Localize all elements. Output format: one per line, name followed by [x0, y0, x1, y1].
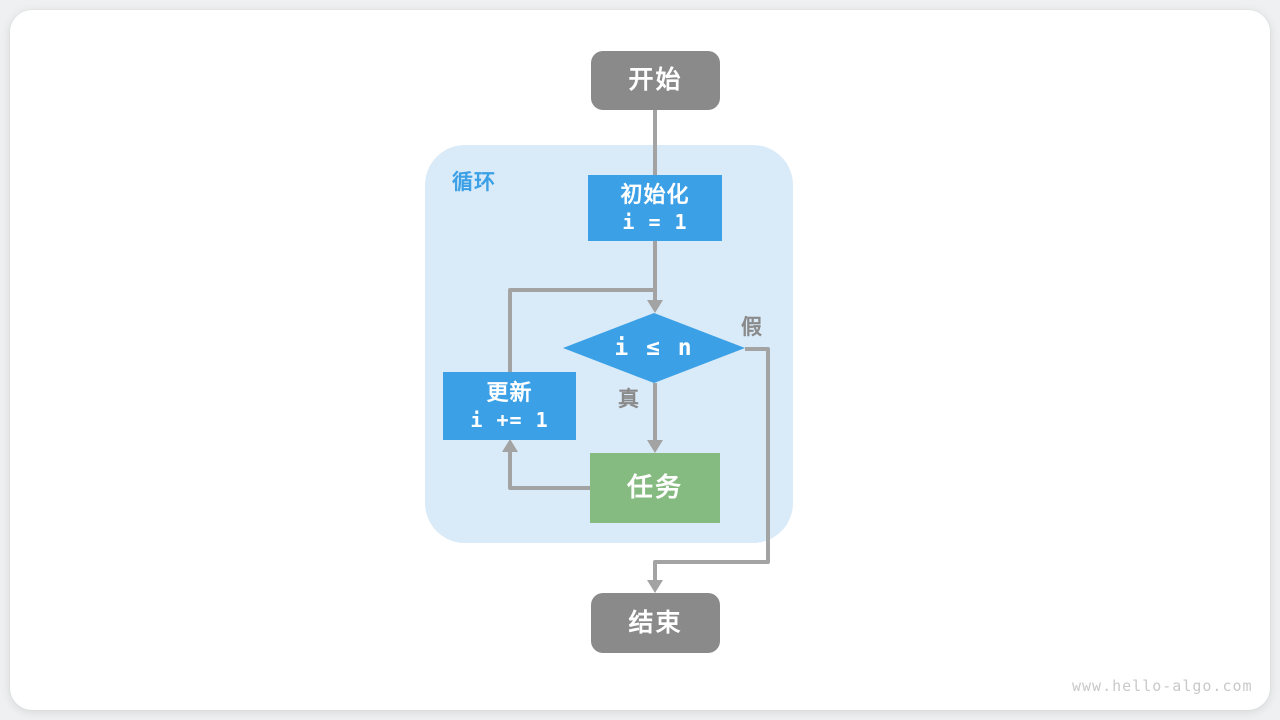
edge-label-true: 真 [618, 388, 639, 411]
node-task-label: 任务 [626, 472, 683, 503]
node-initialize-code: i = 1 [622, 210, 688, 235]
loop-scope-label: 循环 [452, 171, 496, 194]
node-initialize-label: 初始化 [620, 181, 690, 207]
node-end-label: 结束 [628, 608, 683, 637]
node-initialize: 初始化 i = 1 [588, 175, 722, 241]
node-task: 任务 [590, 453, 720, 523]
node-start: 开始 [591, 51, 720, 110]
watermark-url: www.hello-algo.com [1072, 677, 1253, 695]
edge-label-false: 假 [741, 316, 762, 339]
arrowhead-into-end [647, 580, 663, 593]
node-update-code: i += 1 [470, 408, 549, 433]
node-condition-label: i ≤ n [614, 335, 694, 361]
node-start-label: 开始 [628, 66, 683, 95]
node-update-label: 更新 [486, 379, 533, 405]
node-end: 结束 [591, 593, 720, 653]
node-update: 更新 i += 1 [443, 372, 576, 440]
